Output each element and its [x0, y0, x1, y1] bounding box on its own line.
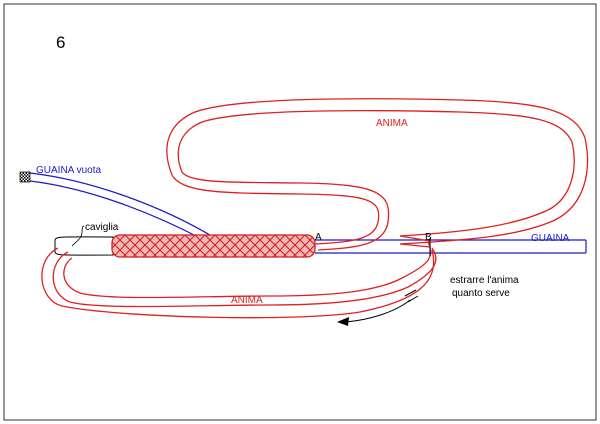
- label-guaina-vuota: GUAINA vuota: [36, 165, 101, 176]
- label-guaina-right: GUAINA: [531, 233, 570, 244]
- label-point-b: B: [425, 232, 432, 243]
- anima-core: [41, 98, 589, 319]
- label-anima-bottom: ANIMA: [231, 295, 263, 306]
- page-frame: [3, 3, 597, 421]
- label-point-a: A: [315, 232, 322, 243]
- figure-number: 6: [56, 33, 65, 52]
- label-caviglia: caviglia: [85, 222, 119, 233]
- caviglia-pin: [54, 236, 114, 256]
- label-instruction-line2: quanto serve: [452, 288, 510, 299]
- label-instruction-line1: estrarre l'anima: [450, 275, 519, 286]
- sheath-end-checker-icon: [19, 171, 31, 183]
- caviglia-leader-line: [71, 225, 85, 247]
- braid-section: [111, 234, 316, 258]
- pull-arrow: [344, 289, 419, 323]
- guaina-empty-sheath: [29, 172, 216, 239]
- label-anima-top: ANIMA: [376, 118, 408, 129]
- arrow-head-icon: [337, 317, 349, 326]
